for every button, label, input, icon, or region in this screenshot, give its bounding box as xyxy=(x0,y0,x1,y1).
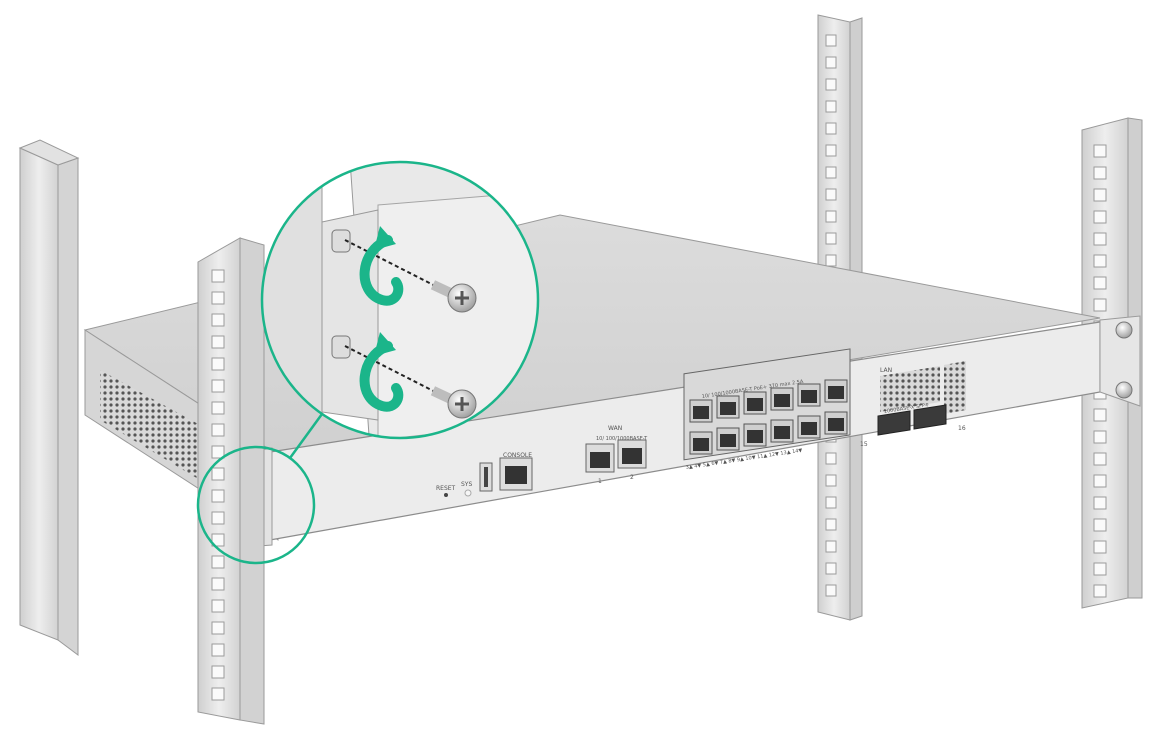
rack-rail-back-left xyxy=(18,139,80,656)
rj45-jack xyxy=(774,426,790,439)
rail-hole xyxy=(1093,540,1107,554)
rail-hole xyxy=(825,562,837,575)
rail-hole xyxy=(1093,430,1107,444)
rail-hole xyxy=(211,665,225,679)
wan-num-2: 2 xyxy=(630,474,634,481)
rj45-jack xyxy=(747,398,763,411)
rj45-jack xyxy=(693,406,709,419)
rail-hole xyxy=(211,621,225,635)
phillips-screw-icon xyxy=(430,386,477,419)
rail-hole xyxy=(211,401,225,415)
rail-hole xyxy=(211,489,225,503)
rail-hole xyxy=(1093,496,1107,510)
rail-hole xyxy=(1093,232,1107,246)
reset-label: RESET xyxy=(436,485,456,492)
wan-ports-label: 10/ 100/1000BASE-T xyxy=(596,436,648,442)
rail-hole xyxy=(825,34,837,47)
phillips-screw-icon xyxy=(430,280,477,313)
rail-hole xyxy=(211,511,225,525)
rail-hole xyxy=(825,496,837,509)
rail-hole xyxy=(211,577,225,591)
screw-icon xyxy=(1115,321,1133,339)
rail-hole xyxy=(211,335,225,349)
rail-hole xyxy=(1093,474,1107,488)
rail-hole xyxy=(825,78,837,91)
sfp-port-16 xyxy=(913,404,947,430)
rj45-jack xyxy=(774,394,790,407)
sfp-port-15 xyxy=(877,410,911,436)
rail-hole xyxy=(1093,452,1107,466)
sfp-num-15: 15 xyxy=(860,441,868,448)
rail-hole xyxy=(825,474,837,487)
rail-hole xyxy=(211,467,225,481)
right-vent xyxy=(944,361,966,414)
front-panel-details: RESET SYS CONSOLE WAN 10/ 100/1000BASE-T… xyxy=(436,348,966,497)
rail-hole xyxy=(825,518,837,531)
rail-hole xyxy=(1093,518,1107,532)
rj45-jack xyxy=(720,434,736,447)
rj45-jack xyxy=(693,438,709,451)
rail-hole xyxy=(825,584,837,597)
lan-vent xyxy=(880,366,940,412)
rail-hole xyxy=(211,643,225,657)
rail-hole xyxy=(1093,188,1107,202)
rotate-clockwise-icon xyxy=(359,341,404,412)
rj45-jack xyxy=(828,418,844,431)
lan-label: LAN xyxy=(880,367,892,374)
rail-hole xyxy=(211,379,225,393)
rj45-jack xyxy=(747,430,763,443)
rj45-jack xyxy=(828,386,844,399)
rack-rail-front-left xyxy=(197,237,265,725)
rail-hole xyxy=(211,533,225,547)
rail-hole xyxy=(1093,584,1107,598)
mount-ear-right xyxy=(1099,315,1141,407)
rail-hole xyxy=(211,555,225,569)
rail-hole xyxy=(825,122,837,135)
rail-hole xyxy=(825,254,837,267)
rail-hole xyxy=(211,357,225,371)
rj45-jack xyxy=(720,402,736,415)
sys-led xyxy=(464,489,472,497)
rotate-clockwise-icon xyxy=(359,235,404,306)
rail-hole xyxy=(211,599,225,613)
sfp-num-16: 16 xyxy=(958,425,966,432)
rail-hole xyxy=(211,687,225,701)
rail-hole xyxy=(211,269,225,283)
rj45-jack xyxy=(801,422,817,435)
rail-hole xyxy=(1093,298,1107,312)
rail-hole xyxy=(825,210,837,223)
wan-num-1: 1 xyxy=(598,478,602,485)
rail-hole xyxy=(211,423,225,437)
rail-hole xyxy=(1093,562,1107,576)
rail-hole xyxy=(825,452,837,465)
rail-hole xyxy=(825,540,837,553)
rail-hole xyxy=(1093,210,1107,224)
rail-hole xyxy=(1093,144,1107,158)
rail-hole xyxy=(211,445,225,459)
rj45-jack xyxy=(801,390,817,403)
console-label: CONSOLE xyxy=(503,452,532,459)
rail-hole xyxy=(825,188,837,201)
rail-hole xyxy=(1093,166,1107,180)
rail-hole xyxy=(1093,408,1107,422)
rail-hole xyxy=(825,232,837,245)
rail-hole xyxy=(825,166,837,179)
rail-hole xyxy=(825,56,837,69)
reset-button xyxy=(444,493,448,497)
rail-hole xyxy=(211,313,225,327)
callout-leader-line xyxy=(288,413,324,459)
side-vent xyxy=(100,370,200,480)
screw-icon xyxy=(1115,381,1133,399)
rail-hole xyxy=(1093,276,1107,290)
wan-label: WAN xyxy=(608,425,622,432)
rail-hole xyxy=(825,144,837,157)
callout-highlight-circle xyxy=(196,445,316,565)
rail-hole xyxy=(825,100,837,113)
sys-label: SYS xyxy=(461,481,472,488)
rail-hole xyxy=(211,291,225,305)
rail-hole xyxy=(1093,254,1107,268)
